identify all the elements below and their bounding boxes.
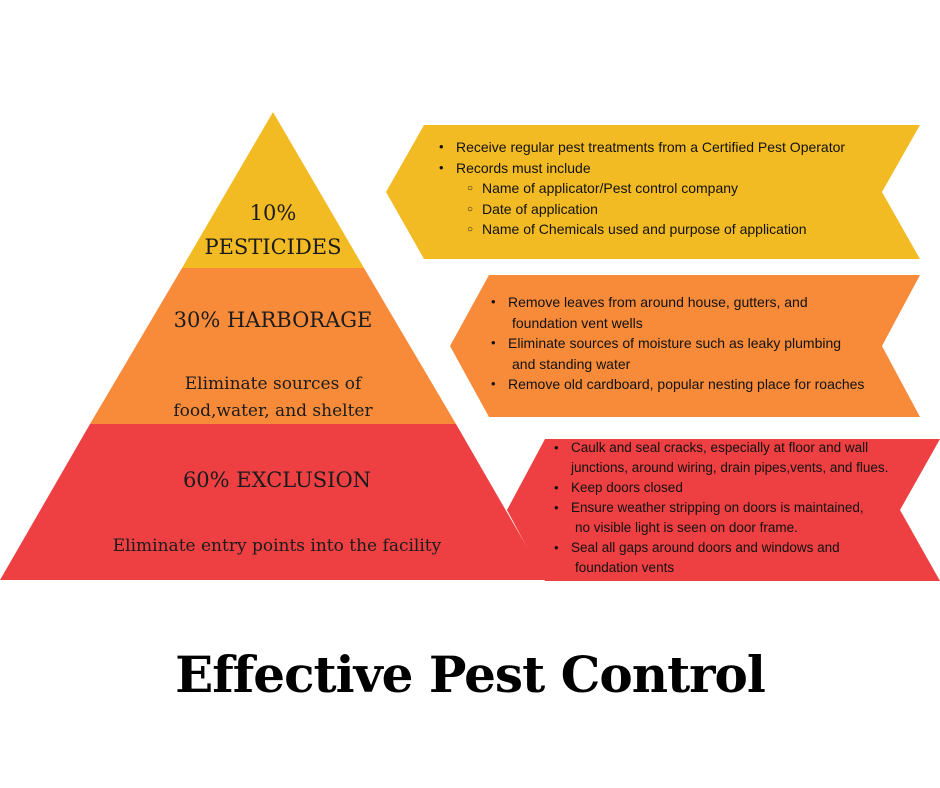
list-item: Seal all gaps around doors and windows a… xyxy=(554,538,888,578)
tier-percent: 10% xyxy=(249,201,297,225)
tier-desc-line: food,water, and shelter xyxy=(173,401,373,421)
list-item: Keep doors closed xyxy=(554,478,888,498)
pyramid-tier-pesticides xyxy=(182,112,364,268)
tier-label-pesticides: 10% PESTICIDES xyxy=(173,196,373,264)
sub-list-item: Name of Chemicals used and purpose of ap… xyxy=(467,219,845,240)
list-item: Receive regular pest treatments from a C… xyxy=(439,137,845,158)
list-item-line: Remove leaves from around house, gutters… xyxy=(508,294,808,310)
list-item-line: Ensure weather stripping on doors is mai… xyxy=(571,500,864,515)
list-item: Remove old cardboard, popular nesting pl… xyxy=(491,374,865,395)
list-item-line: no visible light is seen on door frame. xyxy=(575,520,798,535)
list-item-line: and standing water xyxy=(512,355,631,372)
pyramid-tier-exclusion xyxy=(0,424,546,580)
tier-title: PESTICIDES xyxy=(204,235,342,259)
list-item-line: Eliminate sources of moisture such as le… xyxy=(508,335,842,351)
list-item: Remove leaves from around house, gutters… xyxy=(491,292,864,333)
list-item: Caulk and seal cracks, especially at flo… xyxy=(554,438,889,478)
list-item-line: Seal all gaps around doors and windows a… xyxy=(571,540,840,555)
list-item: Records must include xyxy=(439,158,845,179)
tier-desc-harborage: Eliminate sources of food,water, and she… xyxy=(123,371,423,425)
list-item-line: junctions, around wiring, drain pipes,ve… xyxy=(571,460,889,475)
list-item: Eliminate sources of moisture such as le… xyxy=(491,333,864,374)
sub-list-item: Date of application xyxy=(467,199,845,219)
tier-heading-harborage: 30% HARBORAGE xyxy=(173,308,373,332)
list-item-line: Keep doors closed xyxy=(571,480,683,495)
page-title: Effective Pest Control xyxy=(175,645,766,704)
list-item-line: Caulk and seal cracks, especially at flo… xyxy=(571,440,869,455)
tier-heading-exclusion: 60% EXCLUSION xyxy=(182,468,372,492)
tier-desc-exclusion: Eliminate entry points into the facility xyxy=(112,536,442,556)
list-item-line: Remove old cardboard, popular nesting pl… xyxy=(508,376,865,392)
list-item: Ensure weather stripping on doors is mai… xyxy=(554,498,888,538)
tier-desc-line: Eliminate sources of xyxy=(184,374,362,394)
callout-list-exclusion: Caulk and seal cracks, especially at flo… xyxy=(554,438,889,578)
list-item-line: foundation vents xyxy=(575,560,675,575)
pyramid-tier-harborage xyxy=(90,268,456,424)
sub-list-item: Name of applicator/Pest control company xyxy=(467,178,845,199)
list-item-line: foundation vent wells xyxy=(512,314,643,331)
callout-list-pesticides: Receive regular pest treatments from a C… xyxy=(439,137,845,240)
callout-list-harborage: Remove leaves from around house, gutters… xyxy=(491,292,865,395)
